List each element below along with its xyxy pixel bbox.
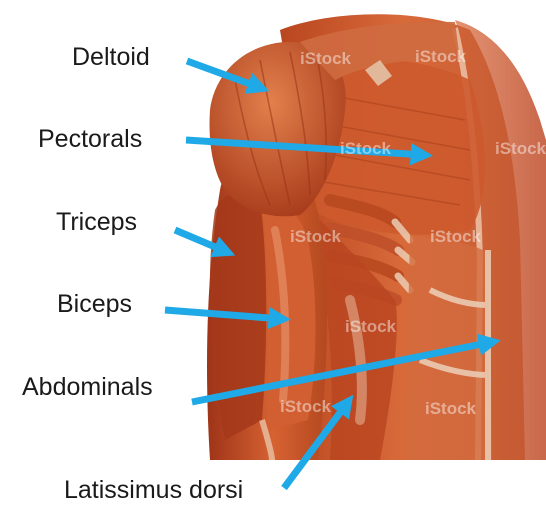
watermark: iStock	[430, 228, 481, 245]
watermark: iStock	[415, 48, 466, 65]
label-abdominals: Abdominals	[22, 375, 153, 400]
watermark: iStock	[290, 228, 341, 245]
watermark: iStock	[345, 318, 396, 335]
label-biceps: Biceps	[57, 292, 132, 317]
label-deltoid: Deltoid	[72, 45, 150, 70]
watermark: iStock	[425, 400, 476, 417]
label-triceps: Triceps	[56, 210, 137, 235]
watermark: iStock	[280, 398, 331, 415]
watermark: iStock	[340, 140, 391, 157]
watermark: iStock	[300, 50, 351, 67]
watermark: iStock	[495, 140, 546, 157]
label-pectorals: Pectorals	[38, 127, 142, 152]
label-latissimus-dorsi: Latissimus dorsi	[64, 478, 243, 503]
